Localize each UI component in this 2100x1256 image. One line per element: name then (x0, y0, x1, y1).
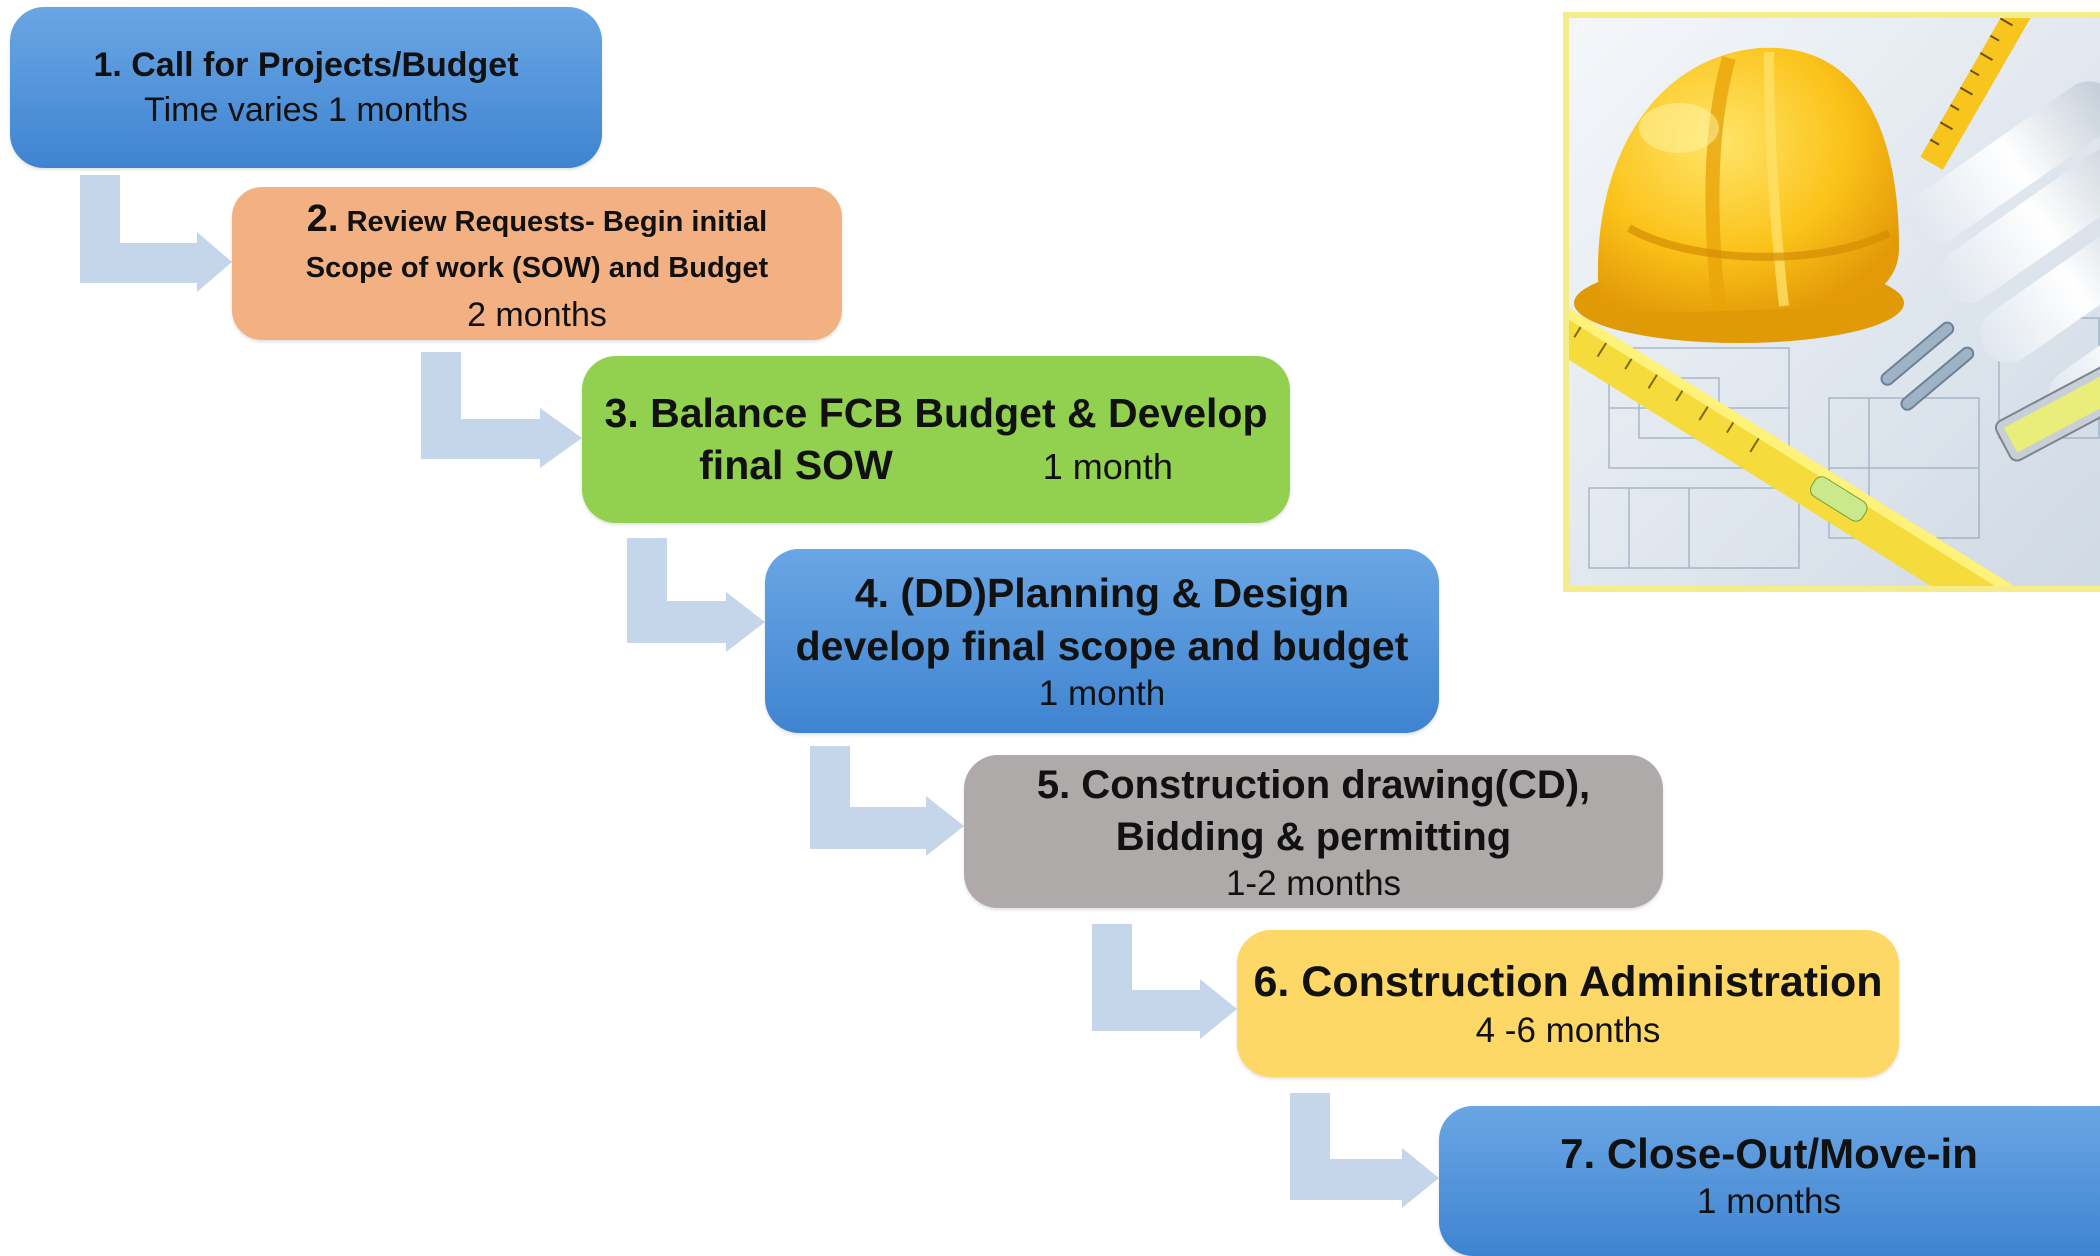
arrow-4-to-5 (810, 746, 964, 856)
arrow-3-to-4 (627, 538, 765, 652)
step-5-duration: 1-2 months (1225, 863, 1402, 903)
step-1-call-for-projects: 1. Call for Projects/Budget Time varies … (10, 7, 602, 168)
arrow-5-to-6 (1092, 924, 1237, 1039)
arrow-2-to-3 (421, 352, 582, 468)
step-1-duration: Time varies 1 months (144, 90, 468, 129)
step-4-title-line1: 4. (DD)Planning & Design (854, 569, 1350, 616)
step-2-review-requests: 2. Review Requests- Begin initial Scope … (232, 187, 842, 340)
step-3-title-line1: 3. Balance FCB Budget & Develop (604, 390, 1268, 437)
construction-hardhat-blueprints-photo (1563, 12, 2100, 592)
step-2-title-line1: Review Requests- Begin initial (346, 205, 768, 238)
step-7-close-out: 7. Close-Out/Move-in 1 months (1439, 1106, 2100, 1256)
step-5-title-line1: 5. Construction drawing(CD), (1036, 762, 1591, 807)
step-5-construction-drawing: 5. Construction drawing(CD), Bidding & p… (964, 755, 1663, 908)
hardhat-blueprint-illustration (1569, 18, 2100, 586)
step-3-balance-budget: 3. Balance FCB Budget & Develop final SO… (582, 356, 1290, 523)
step-3-title-line2: final SOW (699, 441, 893, 488)
step-7-duration: 1 months (1697, 1182, 1841, 1222)
step-1-title: 1. Call for Projects/Budget (93, 45, 519, 84)
step-4-planning-design: 4. (DD)Planning & Design develop final s… (765, 549, 1439, 733)
arrow-6-to-7 (1290, 1093, 1439, 1208)
step-3-duration: 1 month (1042, 445, 1173, 487)
step-2-title-line2: Scope of work (SOW) and Budget (305, 251, 769, 284)
step-2-duration: 2 months (467, 295, 607, 334)
step-7-title: 7. Close-Out/Move-in (1560, 1129, 1978, 1177)
step-4-title-line2: develop final scope and budget (795, 623, 1409, 669)
step-6-construction-administration: 6. Construction Administration 4 -6 mont… (1237, 930, 1899, 1077)
step-6-duration: 4 -6 months (1475, 1011, 1661, 1051)
step-2-number: 2. (306, 197, 339, 240)
step-6-title: 6. Construction Administration (1253, 957, 1883, 1006)
step-4-duration: 1 month (1038, 674, 1166, 714)
arrow-1-to-2 (80, 175, 232, 292)
step-5-title-line2: Bidding & permitting (1115, 814, 1512, 859)
